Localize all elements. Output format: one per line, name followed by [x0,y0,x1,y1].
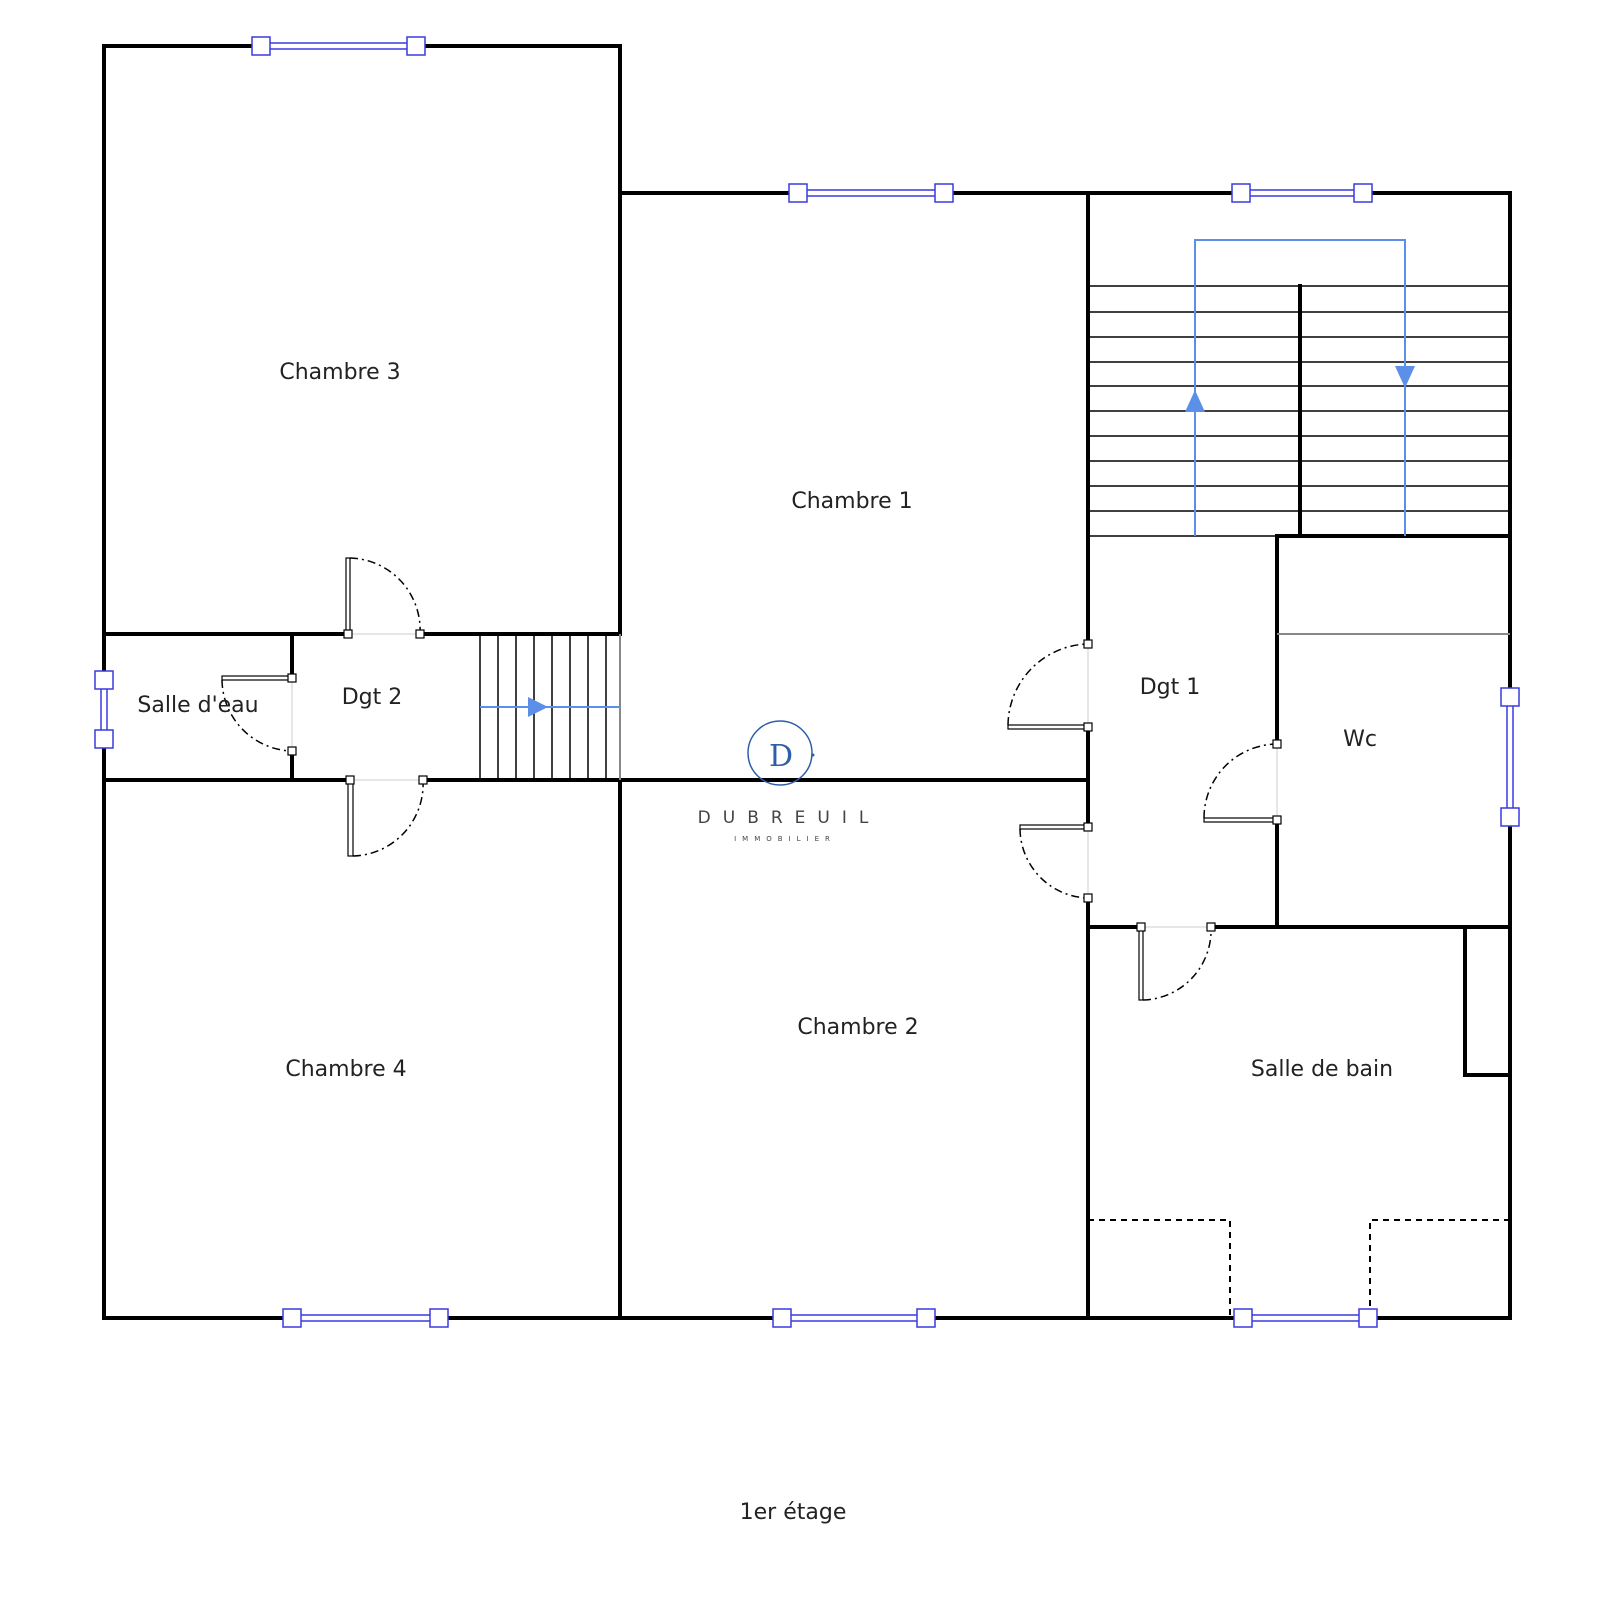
floor-title: 1er étage [740,1500,847,1525]
room-label-chambre-3: Chambre 3 [279,360,400,385]
room-label-chambre-2: Chambre 2 [797,1015,918,1040]
logo-name: DUBREUIL [698,808,881,828]
doors [221,557,1282,1001]
logo: D DUBREUIL IMMOBILIER [698,720,881,843]
room-label-chambre-4: Chambre 4 [285,1057,406,1082]
room-label-dgt-1: Dgt 1 [1140,675,1201,700]
room-label-salle-de-bain: Salle de bain [1251,1057,1393,1082]
stair-up-arrow-icon [1185,390,1205,412]
logo-tagline: IMMOBILIER [734,835,836,843]
stair-arrow-icon [528,697,548,717]
room-label-wc: Wc [1343,727,1377,752]
staircase-small [479,634,620,780]
room-label-dgt-2: Dgt 2 [342,685,403,710]
logo-circle [747,720,813,786]
windows [94,36,1520,1328]
stair-down-arrow-icon [1395,366,1415,388]
room-label-chambre-1: Chambre 1 [791,489,912,514]
walls [102,44,1512,1320]
room-labels: Chambre 3 Chambre 1 Salle d'eau Dgt 2 Dg… [137,360,1393,1525]
staircase-main [1088,239,1510,537]
logo-initial: D [769,739,793,774]
room-label-salle-eau: Salle d'eau [137,693,258,718]
